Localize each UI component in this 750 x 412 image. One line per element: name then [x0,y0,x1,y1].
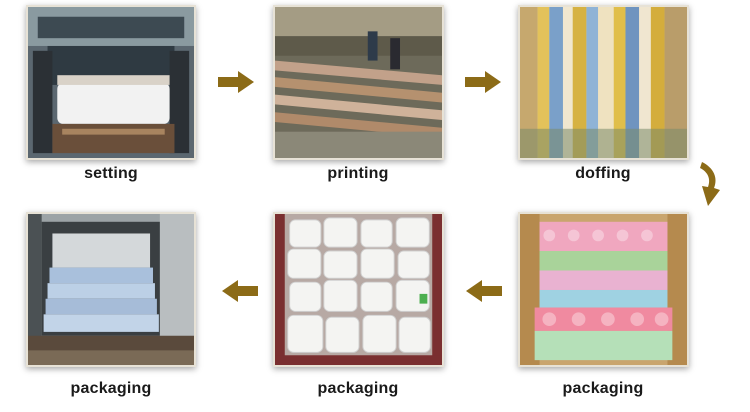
setting-photo [26,5,196,160]
step-label-doffing: doffing [575,165,631,182]
arrow-right-icon [465,71,501,93]
step-label-packaging-bags: packaging [317,380,399,397]
arrow-right-icon [218,71,254,93]
step-label-printing: printing [327,165,389,182]
container-loading-photo [26,212,196,367]
step-label-packaging-rolls: packaging [562,380,644,397]
bagged-rolls-photo [273,212,444,367]
arrow-left-icon [466,280,502,302]
arrow-curve-down-icon [700,162,720,206]
arrow-left-icon [222,280,258,302]
printing-photo [273,5,444,160]
doffing-photo [518,5,689,160]
rolls-in-box-photo [518,212,689,367]
step-label-setting: setting [84,165,138,182]
step-label-packaging-container: packaging [70,380,152,397]
